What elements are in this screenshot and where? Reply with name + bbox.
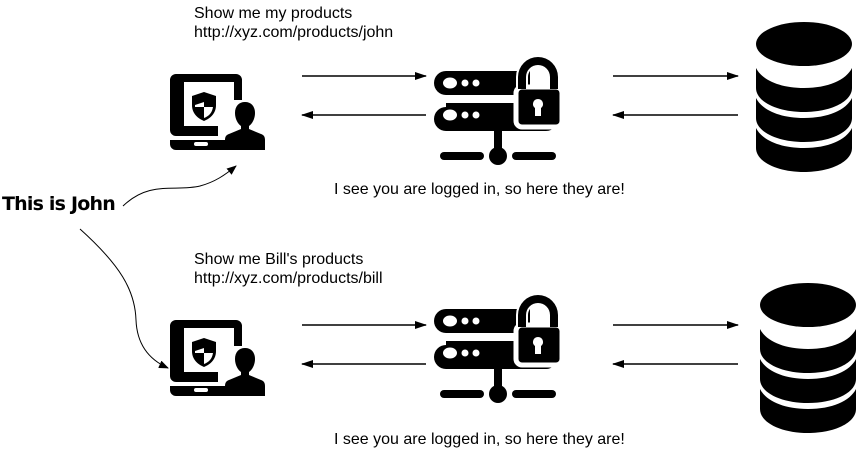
secure-server-icon bbox=[434, 295, 562, 403]
request-title: Show me Bill's products bbox=[194, 251, 364, 268]
annotation-label: This is John bbox=[2, 193, 116, 215]
database-icon bbox=[756, 22, 852, 172]
response-text: I see you are logged in, so here they ar… bbox=[334, 431, 625, 448]
annotation-curve-to-bill-request bbox=[79, 228, 169, 369]
database-icon bbox=[760, 283, 856, 433]
annotation-curve-to-john bbox=[122, 165, 237, 207]
laptop-user-icon bbox=[170, 320, 265, 396]
request-url: http://xyz.com/products/john bbox=[194, 24, 394, 41]
response-text: I see you are logged in, so here they ar… bbox=[334, 181, 625, 198]
secure-server-icon bbox=[434, 57, 562, 165]
request-title: Show me my products bbox=[194, 5, 353, 22]
request-url: http://xyz.com/products/bill bbox=[194, 270, 383, 287]
laptop-user-icon bbox=[170, 74, 265, 150]
